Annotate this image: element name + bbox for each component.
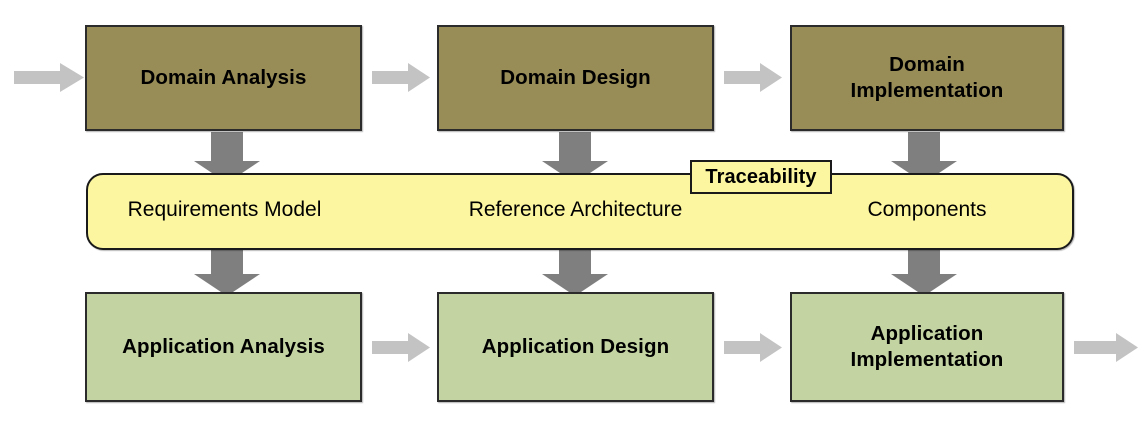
asset-label-reference-architecture: Reference Architecture	[468, 198, 683, 221]
flow-arrow-domain-analysis-to-design	[372, 63, 430, 92]
flow-arrow-application-design-to-implementation	[724, 333, 782, 362]
derive-arrow-domain-implementation-to-components	[891, 132, 957, 183]
asset-label-components: Components	[867, 198, 987, 221]
flow-arrow-domain-design-to-implementation	[724, 63, 782, 92]
flow-arrow-inflow-domain	[14, 63, 84, 92]
derive-arrow-requirements-model-to-application-analysis	[194, 245, 260, 296]
traceability-label: Traceability	[690, 160, 832, 194]
derive-arrow-reference-architecture-to-application-design	[542, 245, 608, 296]
box-domain-implementation[interactable]: Domain Implementation	[790, 25, 1064, 131]
box-domain-design[interactable]: Domain Design	[437, 25, 714, 131]
derive-arrow-domain-analysis-to-requirements-model	[194, 132, 260, 183]
derive-arrow-components-to-application-implementation	[891, 245, 957, 296]
box-application-analysis[interactable]: Application Analysis	[85, 292, 362, 402]
box-application-design[interactable]: Application Design	[437, 292, 714, 402]
box-application-implementation[interactable]: Application Implementation	[790, 292, 1064, 402]
flow-arrow-application-analysis-to-design	[372, 333, 430, 362]
box-domain-analysis[interactable]: Domain Analysis	[85, 25, 362, 131]
derive-arrow-domain-design-to-reference-architecture	[542, 132, 608, 183]
asset-band	[86, 173, 1074, 250]
asset-label-requirements-model: Requirements Model	[127, 198, 322, 221]
flow-arrow-outflow-application	[1074, 333, 1138, 362]
